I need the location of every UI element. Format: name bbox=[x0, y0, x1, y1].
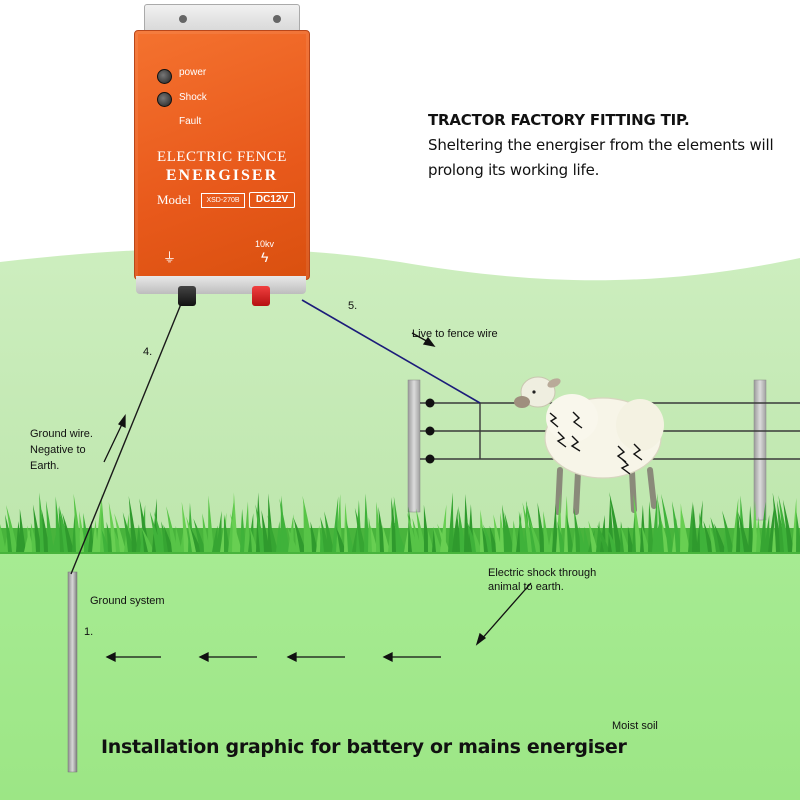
step-4-label: 4. bbox=[143, 346, 153, 358]
lightning-bolt-icon: ϟ bbox=[261, 249, 269, 265]
ground-wire bbox=[70, 303, 182, 575]
ground-system-label: Ground system bbox=[90, 595, 165, 607]
energiser-base bbox=[136, 276, 306, 294]
energiser-unit: power Shock Fault ELECTRIC FENCE ENERGIS… bbox=[134, 0, 310, 306]
live-to-fence-label: Live to fence wire bbox=[412, 328, 498, 340]
fitting-tip: TRACTOR FACTORY FITTING TIP. Sheltering … bbox=[428, 108, 788, 183]
energiser-front-panel: power Shock Fault ELECTRIC FENCE ENERGIS… bbox=[134, 30, 310, 280]
power-led-icon bbox=[157, 69, 172, 84]
insulator-bottom bbox=[425, 454, 435, 464]
ground-symbol-icon: ⏚ bbox=[163, 250, 177, 265]
direction-arrows bbox=[103, 332, 532, 663]
fault-indicator-label: Fault bbox=[179, 116, 202, 127]
tip-title: TRACTOR FACTORY FITTING TIP. bbox=[428, 111, 690, 129]
shock-path-label: Electric shock through animal to earth. bbox=[488, 567, 597, 593]
model-label: Model bbox=[157, 192, 191, 207]
fence-post-right bbox=[753, 379, 767, 521]
soil-area bbox=[0, 548, 800, 800]
voltage-badge: DC12V bbox=[249, 192, 295, 208]
sheep-illustration bbox=[514, 376, 664, 515]
insulator-top bbox=[425, 398, 435, 408]
grass-band bbox=[0, 492, 800, 554]
pasture-hill bbox=[0, 248, 800, 561]
ground-rod bbox=[67, 571, 78, 773]
step-5-label: 5. bbox=[348, 300, 358, 312]
ground-wire-label: Ground wire. Negative to Earth. bbox=[30, 428, 93, 472]
mount-hole-icon bbox=[179, 15, 187, 23]
step-1-label: 1. bbox=[84, 626, 94, 638]
brand-line-2: ENERGISER bbox=[165, 167, 279, 184]
shock-symbols bbox=[549, 411, 643, 475]
model-value: XSD-270B bbox=[201, 193, 245, 208]
fence-post-left bbox=[407, 379, 421, 513]
live-wire bbox=[301, 299, 481, 404]
shock-indicator-label: Shock bbox=[179, 92, 207, 103]
shock-led-icon bbox=[157, 92, 172, 107]
tip-body: Sheltering the energiser from the elemen… bbox=[428, 136, 774, 179]
brand-line-1: ELECTRIC FENCE bbox=[157, 149, 287, 165]
installation-caption: Installation graphic for battery or main… bbox=[101, 736, 627, 758]
power-indicator-label: power bbox=[179, 67, 207, 78]
ground-terminal bbox=[178, 286, 196, 306]
live-terminal bbox=[252, 286, 270, 306]
output-kv-label: 10kv bbox=[255, 239, 275, 249]
mount-hole-icon bbox=[273, 15, 281, 23]
insulator-middle bbox=[425, 426, 435, 436]
moist-soil-label: Moist soil bbox=[612, 720, 658, 732]
